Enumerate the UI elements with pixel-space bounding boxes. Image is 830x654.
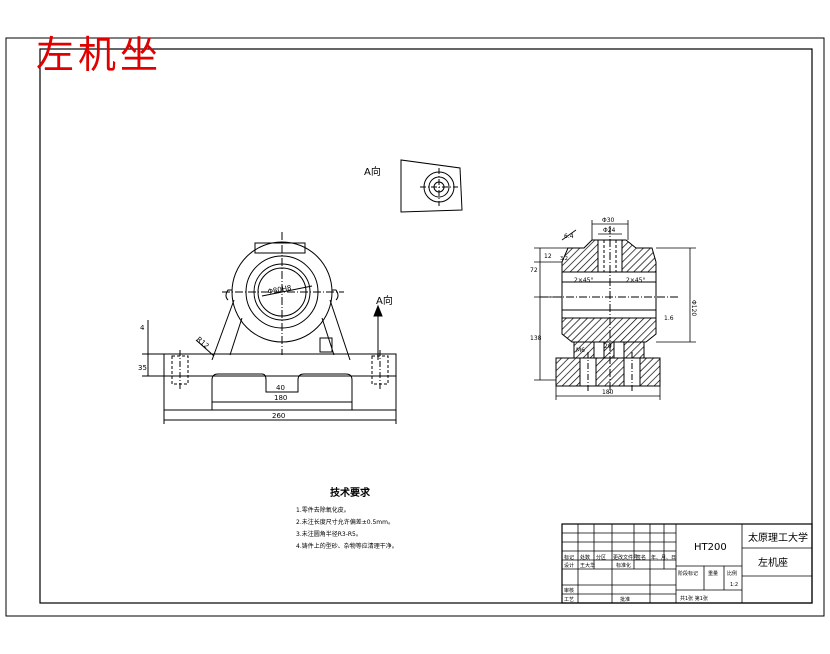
title-block	[561, 523, 813, 604]
view-a	[400, 159, 463, 213]
side-small-a: M6	[576, 347, 585, 354]
weight-label: 重量	[708, 570, 718, 577]
stage-label: 阶段标记	[678, 570, 698, 577]
dim-base-inner-1: 40	[276, 384, 285, 392]
side-small-b: 20	[604, 343, 612, 350]
row-label: 年、月、日	[651, 554, 676, 561]
chamfer-right: 2×45°	[626, 277, 645, 284]
tech-req-item: 1.零件去除氧化皮。	[296, 506, 350, 514]
roughness-right: 1.6	[664, 315, 674, 322]
dim-base-total: 260	[272, 412, 285, 420]
scale-value: 1:2	[730, 582, 738, 588]
sheet-info: 共1张 第1张	[680, 595, 708, 602]
arrow-a-label: A向	[376, 294, 393, 307]
dim-left-mid: 138	[530, 335, 542, 342]
outer-border	[5, 37, 825, 617]
tech-req-item: 2.未注长度尺寸允许偏差±0.5mm。	[296, 518, 394, 526]
tech-req-item: 4.铸件上的型砂、杂物等应清理干净。	[296, 542, 398, 550]
dim-left-upper: 72	[530, 267, 538, 274]
school-name: 太原理工大学	[748, 531, 808, 544]
bore-dimension: Φ80H8	[267, 284, 292, 296]
dim-left-top: 12	[544, 253, 552, 260]
tech-req-title: 技术要求	[330, 486, 371, 499]
row-label: 标记	[564, 554, 574, 561]
angle-label: 6.4	[564, 233, 574, 240]
review-label: 审核	[564, 587, 574, 594]
dim-top-inner: Φ24	[603, 227, 616, 234]
designer: 王大华	[580, 562, 595, 569]
standard-label: 标准化	[616, 562, 631, 569]
dim-radius: R12	[195, 335, 211, 350]
part-name: 左机座	[758, 556, 788, 569]
dim-base-inner-2: 180	[274, 394, 287, 402]
front-view	[142, 232, 397, 424]
dim-left: 35	[138, 364, 147, 372]
row-label: 更改文件号	[613, 554, 638, 561]
dim-top-width: Φ30	[602, 217, 615, 224]
row-label: 分区	[596, 554, 606, 561]
design-label: 设计	[564, 562, 574, 569]
dim-right-height: Φ120	[690, 300, 697, 316]
scale-label: 比例	[727, 570, 737, 577]
side-view	[540, 226, 680, 394]
side-radius: 3.2	[560, 256, 568, 262]
inner-border	[39, 48, 813, 604]
side-view-dims	[534, 220, 696, 400]
chamfer-left: 2×45°	[574, 277, 593, 284]
process-label: 工艺	[564, 597, 574, 603]
row-label: 处数	[580, 554, 590, 561]
material: HT200	[694, 542, 727, 553]
dim-bottom-width: 180	[602, 389, 614, 396]
view-a-label: A向	[364, 165, 381, 178]
approve-label: 批准	[620, 596, 630, 603]
row-label: 签名	[636, 554, 646, 561]
dim-top-small: 4	[140, 324, 145, 332]
tech-req-item: 3.未注圆角半径R3-R5。	[296, 530, 362, 538]
overlay-title: 左机坐	[36, 33, 163, 77]
